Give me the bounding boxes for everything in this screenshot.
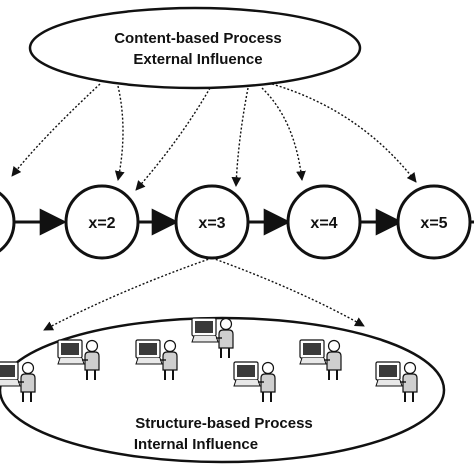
- external-arrow: [271, 83, 417, 183]
- state-node-2: x=2: [64, 184, 140, 260]
- svg-text:x=3: x=3: [198, 215, 225, 232]
- state-node-1: [0, 191, 16, 253]
- external-arrow: [114, 85, 125, 181]
- svg-text:x=2: x=2: [88, 215, 115, 232]
- structure-process-labels: Structure-based Process Internal Influen…: [134, 415, 313, 453]
- state-node-4: x=4: [286, 184, 362, 260]
- external-arrow: [231, 87, 249, 187]
- state-chain: x=2 x=3 x=4 x=5: [0, 184, 474, 260]
- external-arrow: [11, 83, 101, 177]
- content-process-ellipse: Content-based Process External Influence: [28, 6, 362, 90]
- structure-process-subtitle: Internal Influence: [134, 436, 258, 453]
- svg-text:x=4: x=4: [310, 215, 337, 232]
- external-arrow: [261, 87, 306, 181]
- internal-arrow: [211, 257, 365, 327]
- internal-influence-arrows: [43, 257, 365, 331]
- state-node-3: x=3: [174, 184, 250, 260]
- state-node-5: x=5: [396, 184, 472, 260]
- external-influence-arrows: [11, 83, 417, 191]
- content-process-title: Content-based Process: [114, 30, 282, 47]
- structure-process-title: Structure-based Process: [135, 415, 313, 432]
- content-process-subtitle: External Influence: [133, 51, 262, 68]
- svg-text:x=5: x=5: [420, 215, 447, 232]
- external-arrow: [135, 87, 211, 191]
